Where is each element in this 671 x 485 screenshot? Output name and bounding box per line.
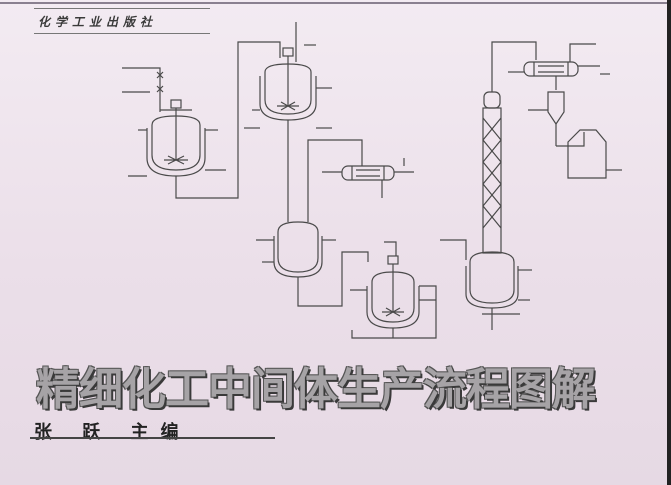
reactor-1	[146, 99, 206, 185]
book-title: 精细化工中间体生产流程图解	[36, 364, 596, 415]
right-edge-border	[667, 0, 671, 485]
editor-credit: 张 跃 主编	[34, 422, 191, 443]
reactor-2	[259, 47, 317, 222]
distillation-column	[440, 41, 537, 330]
condenser-2	[508, 43, 610, 90]
separator	[528, 91, 585, 147]
receiver-tank	[567, 129, 622, 179]
reactor-4	[350, 241, 437, 339]
top-rule	[0, 2, 671, 4]
editor-underline	[30, 437, 275, 439]
condenser-1	[307, 139, 414, 222]
vessel-3	[256, 221, 369, 307]
reactor-1-lines	[122, 41, 281, 199]
publisher-banner: 化学工业出版社	[34, 8, 210, 34]
reactor-2-lines	[244, 22, 332, 129]
publisher-name: 化学工业出版社	[38, 15, 158, 29]
